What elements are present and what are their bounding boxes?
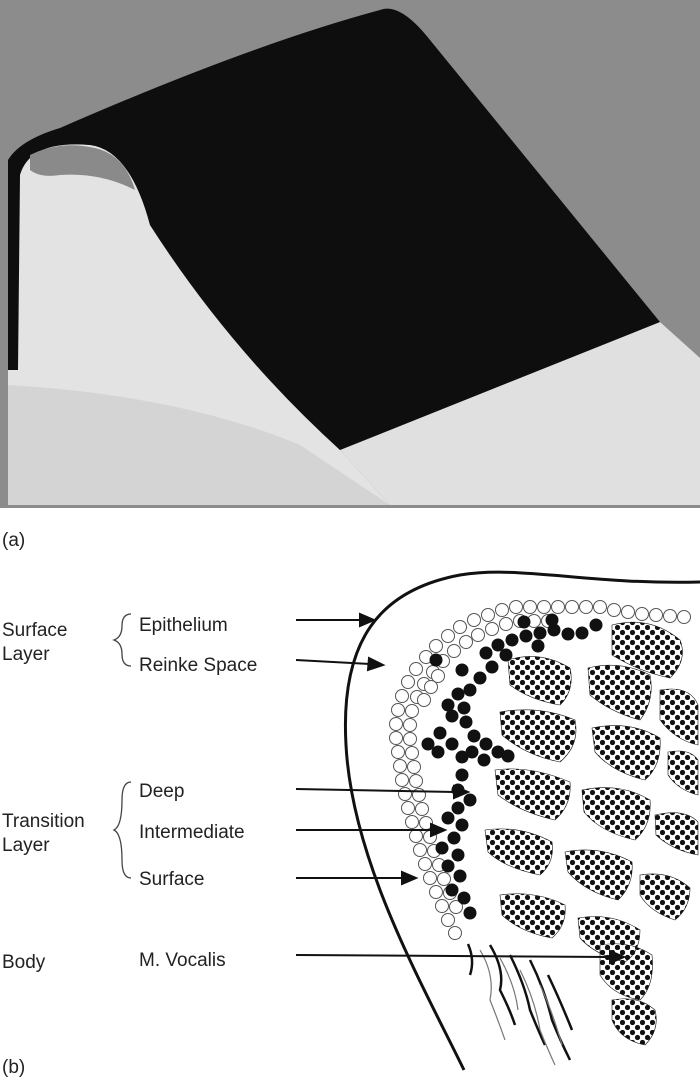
panel-a-label: (a) — [2, 530, 25, 551]
transition-layer-label-line1: Transition — [2, 811, 85, 832]
model-body-right-face — [340, 322, 700, 505]
epithelium-label: Epithelium — [139, 615, 228, 636]
panel-a-rendering: (a) — [0, 0, 700, 551]
transition-layer-cells — [421, 613, 603, 920]
arrow-reinke — [295, 659, 371, 665]
surface-layer-label-line2: Layer — [2, 644, 50, 665]
vocal-fold-outline — [343, 570, 700, 1071]
arrow-vocalis — [295, 954, 611, 958]
model-body-front-lower-shade — [8, 385, 390, 505]
vocalis-fibers — [466, 943, 574, 1061]
panel-b-label: (b) — [2, 1057, 25, 1078]
arrow-deep — [295, 788, 456, 793]
reinke-space-label: Reinke Space — [139, 655, 257, 676]
muscle-fiber-regions — [484, 621, 699, 1046]
deep-label: Deep — [139, 781, 184, 802]
intermediate-label: Intermediate — [139, 822, 245, 843]
vocalis-label: M. Vocalis — [139, 950, 226, 971]
transition-layer-label-line2: Layer — [2, 835, 50, 856]
brace-transition-layer — [112, 781, 132, 879]
surface-label: Surface — [139, 869, 204, 890]
surface-layer-label-line1: Surface — [2, 620, 67, 641]
leader-arrows — [295, 612, 627, 965]
model-cover-layer — [8, 8, 660, 450]
model-top-edge-shading — [30, 145, 135, 190]
body-label: Body — [2, 952, 46, 973]
brace-surface-layer — [112, 613, 132, 667]
vocalis-fibers-light — [479, 949, 563, 1066]
panel-b-schematic: Surface Layer Transition Layer Body Epit… — [2, 570, 700, 1078]
